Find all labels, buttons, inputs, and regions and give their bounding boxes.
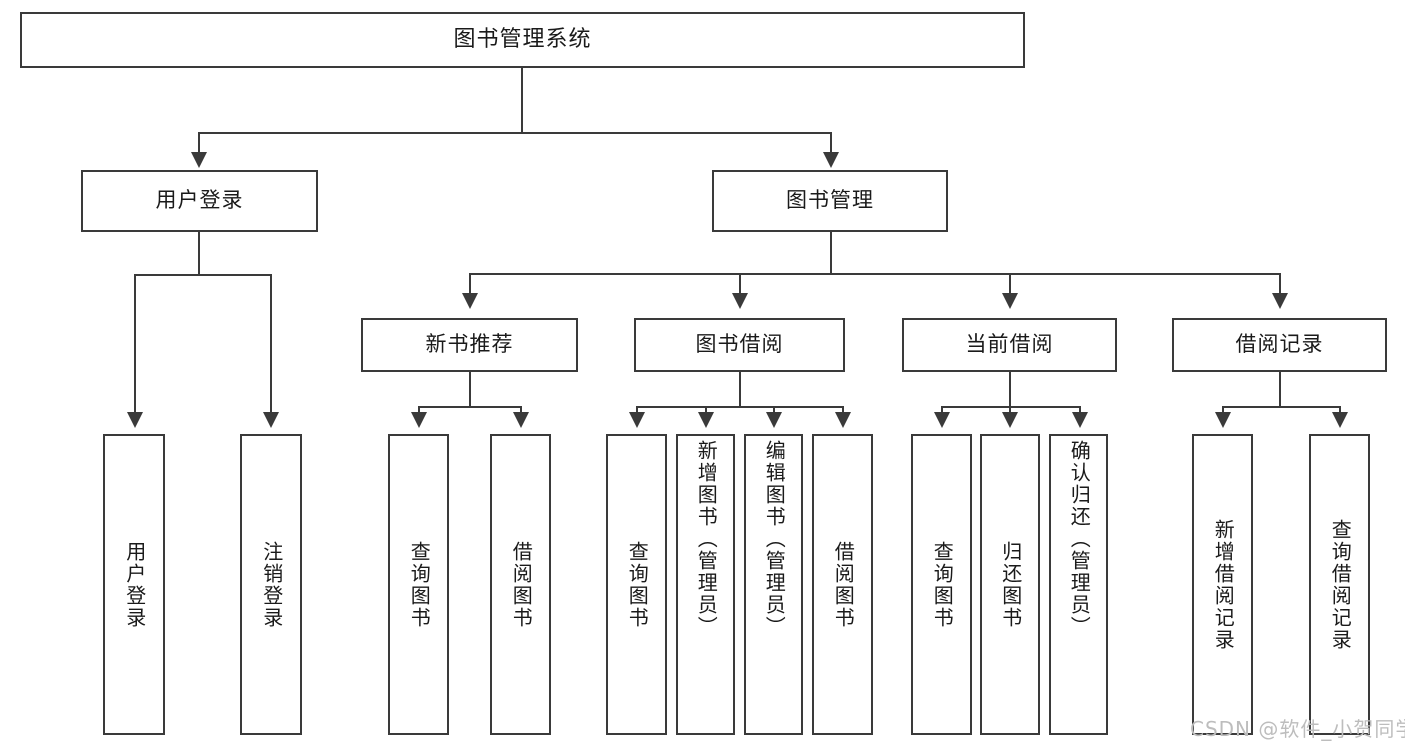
connector-to-leaf-user-login xyxy=(134,274,136,416)
connector-cb-to-query-book xyxy=(941,406,943,416)
arrowhead-bb-to-query-book xyxy=(629,412,645,428)
arrowhead-nbr-to-borrow-book xyxy=(513,412,529,428)
leaf-query-book-b-label: 查询图书 xyxy=(625,540,650,629)
leaf-query-borrow-record-wrap: 查询借阅记录 xyxy=(1311,436,1368,733)
connector-cb-to-confirm-return xyxy=(1079,406,1081,416)
leaf-confirm-return-admin-wrap: 确认归还（管理员） xyxy=(1051,436,1106,737)
leaf-add-book-admin-label: 新增图书（管理员） xyxy=(694,440,719,638)
arrowhead-to-user-login xyxy=(191,152,207,168)
node-leaf-user-login[interactable]: 用户登录 xyxy=(103,434,165,735)
node-borrow-record[interactable]: 借阅记录 xyxy=(1172,318,1387,372)
leaf-edit-book-admin-label: 编辑图书（管理员） xyxy=(762,440,787,638)
connector-book-borrow-bus xyxy=(636,406,844,408)
leaf-borrow-book-a-wrap: 借阅图书 xyxy=(492,436,549,733)
leaf-borrow-book-b-label: 借阅图书 xyxy=(831,540,856,629)
arrowhead-to-leaf-user-login xyxy=(127,412,143,428)
arrowhead-br-to-query-record xyxy=(1332,412,1348,428)
arrowhead-bb-to-edit-book xyxy=(766,412,782,428)
node-user-login[interactable]: 用户登录 xyxy=(81,170,318,232)
node-leaf-query-book-b[interactable]: 查询图书 xyxy=(606,434,667,735)
connector-borrow-record-bus xyxy=(1222,406,1341,408)
connector-user-login-stem xyxy=(198,232,200,276)
connector-nbr-to-query-book xyxy=(418,406,420,416)
csdn-watermark: CSDN @软件_小贺同学 xyxy=(1190,717,1405,741)
leaf-query-book-b-wrap: 查询图书 xyxy=(608,436,665,733)
arrowhead-to-book-manage xyxy=(823,152,839,168)
leaf-logout-label: 注销登录 xyxy=(259,540,284,629)
leaf-query-book-a-wrap: 查询图书 xyxy=(390,436,447,733)
leaf-query-book-a-label: 查询图书 xyxy=(407,540,432,629)
leaf-user-login-label: 用户登录 xyxy=(122,540,147,629)
connector-bb-to-query-book xyxy=(636,406,638,416)
arrowhead-to-leaf-logout xyxy=(263,412,279,428)
node-leaf-confirm-return-admin[interactable]: 确认归还（管理员） xyxy=(1049,434,1108,735)
connector-to-book-borrow xyxy=(739,273,741,297)
connector-cb-to-return-book xyxy=(1009,406,1011,416)
leaf-add-borrow-record-label: 新增借阅记录 xyxy=(1211,518,1236,651)
arrowhead-cb-to-query-book xyxy=(934,412,950,428)
arrowhead-cb-to-return-book xyxy=(1002,412,1018,428)
node-book-borrow[interactable]: 图书借阅 xyxy=(634,318,845,372)
node-leaf-edit-book-admin[interactable]: 编辑图书（管理员） xyxy=(744,434,803,735)
node-leaf-return-book[interactable]: 归还图书 xyxy=(980,434,1040,735)
arrowhead-bb-to-add-book xyxy=(698,412,714,428)
node-root-system[interactable]: 图书管理系统 xyxy=(20,12,1025,68)
arrowhead-cb-to-confirm-return xyxy=(1072,412,1088,428)
connector-br-to-add-record xyxy=(1222,406,1224,416)
connector-borrow-record-stem xyxy=(1279,372,1281,408)
connector-book-borrow-stem xyxy=(739,372,741,408)
connector-book-manage-bus xyxy=(469,273,1279,275)
connector-root-to-book-manage xyxy=(830,132,832,156)
connector-to-current-borrow xyxy=(1009,273,1011,297)
connector-new-book-rec-stem xyxy=(469,372,471,408)
arrowhead-to-current-borrow xyxy=(1002,293,1018,309)
leaf-confirm-return-admin-label: 确认归还（管理员） xyxy=(1067,440,1092,638)
node-leaf-add-borrow-record[interactable]: 新增借阅记录 xyxy=(1192,434,1253,735)
node-leaf-borrow-book-b[interactable]: 借阅图书 xyxy=(812,434,873,735)
arrowhead-bb-to-borrow-book xyxy=(835,412,851,428)
connector-book-manage-stem xyxy=(830,232,832,275)
connector-br-to-query-record xyxy=(1339,406,1341,416)
leaf-return-book-wrap: 归还图书 xyxy=(982,436,1038,733)
connector-root-bus xyxy=(198,132,832,134)
connector-nbr-to-borrow-book xyxy=(520,406,522,416)
arrowhead-to-new-book-rec xyxy=(462,293,478,309)
node-leaf-add-book-admin[interactable]: 新增图书（管理员） xyxy=(676,434,735,735)
leaf-user-login-wrap: 用户登录 xyxy=(105,436,163,733)
node-book-manage[interactable]: 图书管理 xyxy=(712,170,948,232)
leaf-query-book-c-wrap: 查询图书 xyxy=(913,436,970,733)
connector-bb-to-add-book xyxy=(705,406,707,416)
node-new-book-recommend[interactable]: 新书推荐 xyxy=(361,318,578,372)
connector-to-borrow-record xyxy=(1279,273,1281,297)
leaf-logout-wrap: 注销登录 xyxy=(242,436,300,733)
connector-to-new-book-rec xyxy=(469,273,471,297)
leaf-return-book-label: 归还图书 xyxy=(998,540,1023,629)
leaf-add-borrow-record-wrap: 新增借阅记录 xyxy=(1194,436,1251,733)
node-leaf-query-book-a[interactable]: 查询图书 xyxy=(388,434,449,735)
connector-current-borrow-stem xyxy=(1009,372,1011,408)
connector-root-stem xyxy=(521,68,523,133)
connector-to-leaf-logout xyxy=(270,274,272,416)
connector-current-borrow-bus xyxy=(941,406,1081,408)
node-leaf-logout[interactable]: 注销登录 xyxy=(240,434,302,735)
arrowhead-nbr-to-query-book xyxy=(411,412,427,428)
leaf-borrow-book-b-wrap: 借阅图书 xyxy=(814,436,871,733)
leaf-query-book-c-label: 查询图书 xyxy=(930,540,955,629)
leaf-query-borrow-record-label: 查询借阅记录 xyxy=(1328,518,1353,651)
connector-root-to-user-login xyxy=(198,132,200,156)
arrowhead-to-book-borrow xyxy=(732,293,748,309)
node-current-borrow[interactable]: 当前借阅 xyxy=(902,318,1117,372)
connector-user-login-bus xyxy=(134,274,272,276)
node-leaf-query-book-c[interactable]: 查询图书 xyxy=(911,434,972,735)
connector-bb-to-borrow-book xyxy=(842,406,844,416)
arrowhead-br-to-add-record xyxy=(1215,412,1231,428)
leaf-add-book-admin-wrap: 新增图书（管理员） xyxy=(678,436,733,737)
connector-bb-to-edit-book xyxy=(773,406,775,416)
node-leaf-borrow-book-a[interactable]: 借阅图书 xyxy=(490,434,551,735)
arrowhead-to-borrow-record xyxy=(1272,293,1288,309)
connector-new-book-rec-bus xyxy=(418,406,522,408)
node-leaf-query-borrow-record[interactable]: 查询借阅记录 xyxy=(1309,434,1370,735)
leaf-borrow-book-a-label: 借阅图书 xyxy=(509,540,534,629)
leaf-edit-book-admin-wrap: 编辑图书（管理员） xyxy=(746,436,801,737)
